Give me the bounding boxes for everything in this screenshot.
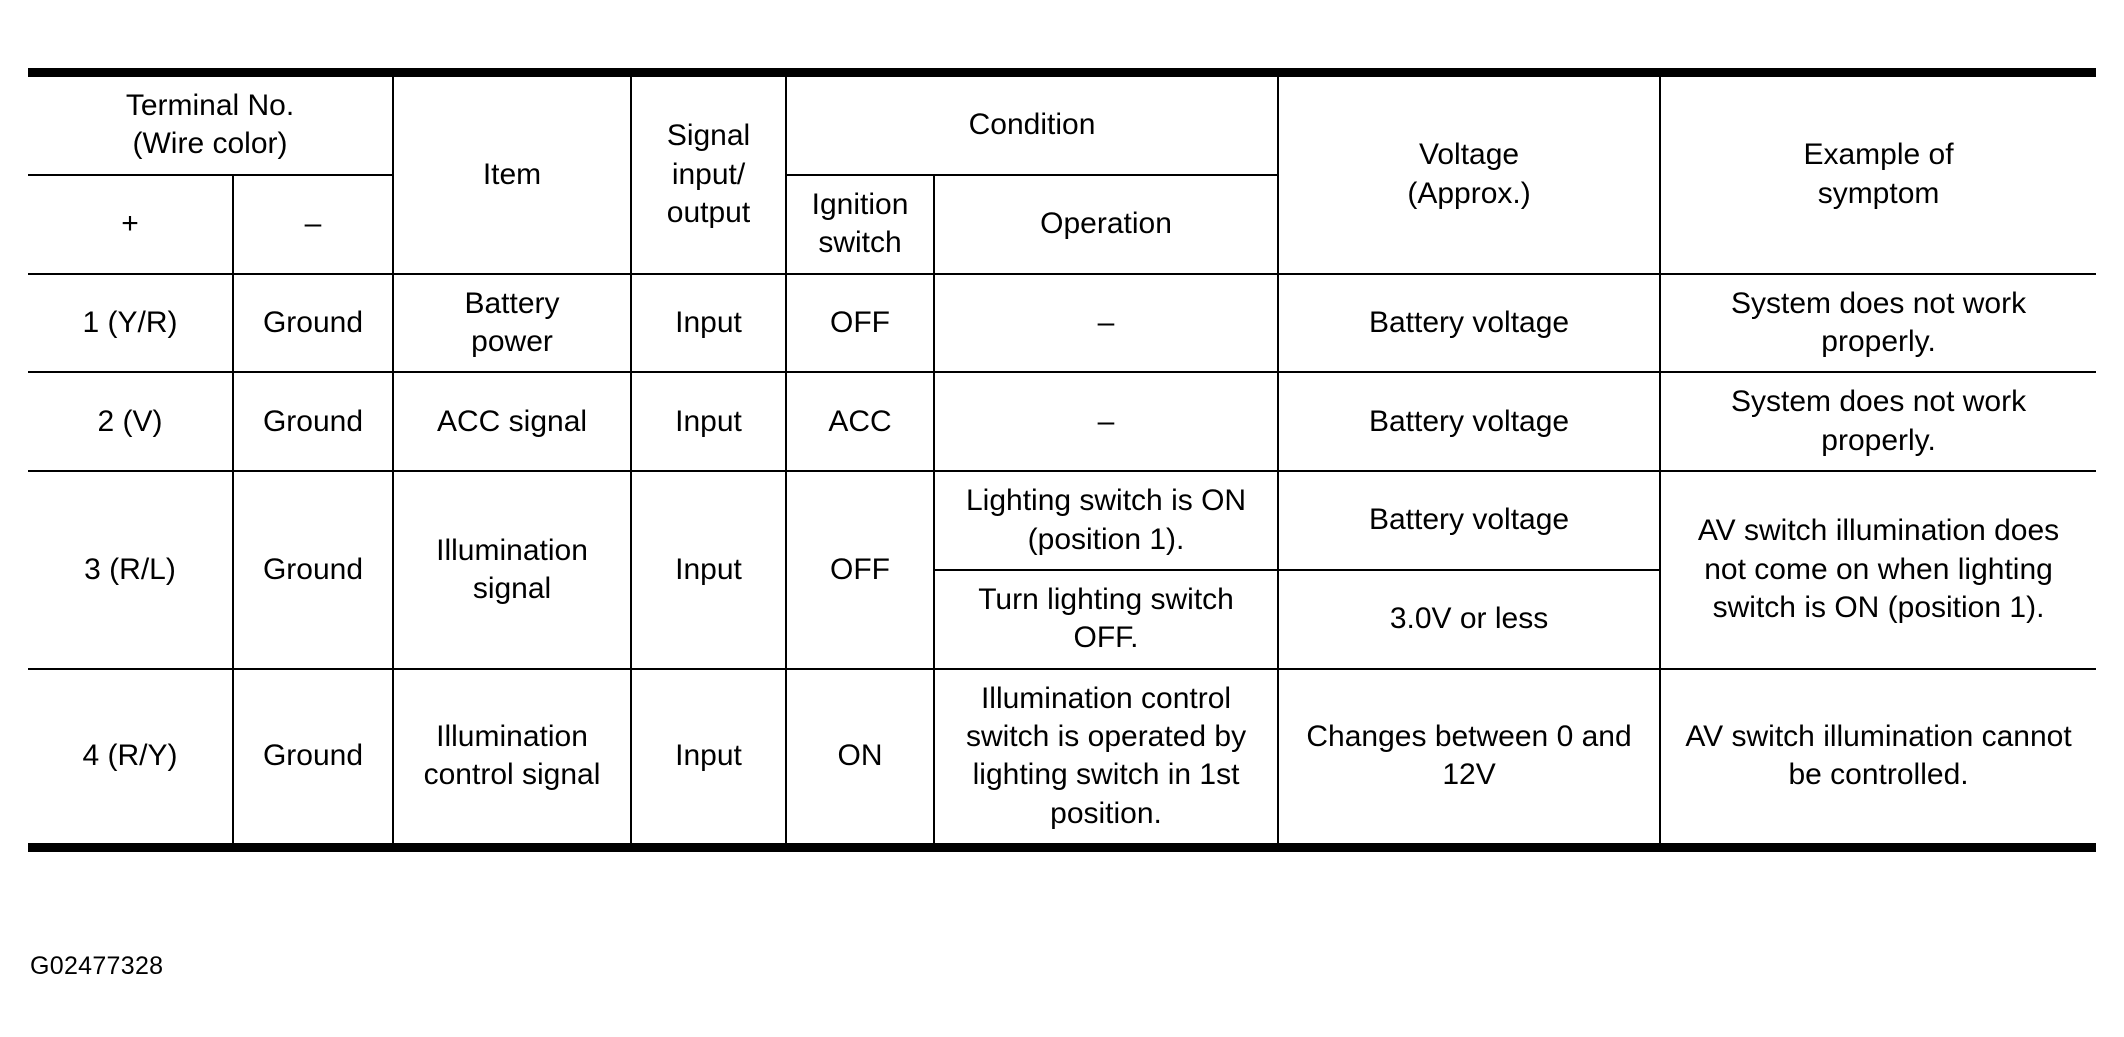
cell-symptom: System does not work properly. — [1659, 272, 2097, 374]
cell-item-line2: control signal — [423, 758, 601, 792]
header-ignition-switch-line2: switch — [818, 226, 902, 260]
table-row: 1 (Y/R) Ground Battery power Input OFF –… — [28, 272, 2097, 374]
cell-ignition-switch: OFF — [785, 470, 936, 670]
cell-signal-io: Input — [630, 272, 788, 374]
header-row-1: Terminal No. (Wire color) Item Signal in… — [28, 67, 2097, 275]
cell-terminal-plus: 4 (R/Y) — [28, 667, 234, 853]
cell-voltage: Battery voltage — [1277, 272, 1662, 374]
cell-operation: Turn lighting switch OFF. — [934, 568, 1280, 670]
header-voltage: Voltage (Approx.) — [1277, 67, 1662, 275]
cell-item-line1: Illumination — [436, 533, 588, 567]
cell-terminal-minus: Ground — [231, 470, 395, 670]
table-body-group: 1 (Y/R) Ground Battery power Input OFF –… — [28, 272, 2097, 853]
header-voltage-line1: Voltage — [1418, 138, 1520, 172]
cell-item: ACC signal — [392, 371, 633, 473]
figure-id-label: G02477328 — [30, 952, 164, 980]
cell-terminal-plus: 3 (R/L) — [28, 470, 234, 670]
cell-terminal-plus: 2 (V) — [28, 371, 234, 473]
terminal-voltage-table: Terminal No. (Wire color) Item Signal in… — [28, 67, 2097, 853]
header-voltage-line2: (Approx.) — [1407, 176, 1531, 210]
header-polarity-plus: + — [28, 173, 234, 275]
cell-operation: – — [933, 272, 1280, 374]
cell-signal-io: Input — [630, 667, 788, 853]
cell-voltage: Battery voltage — [1277, 371, 1662, 473]
header-signal-io-line2: input/ — [671, 157, 746, 191]
cell-item-line2: power — [471, 324, 553, 358]
cell-ignition-switch: ACC — [785, 371, 936, 473]
cell-terminal-minus: Ground — [231, 272, 395, 374]
terminal-voltage-table-wrapper: Terminal No. (Wire color) Item Signal in… — [28, 67, 2097, 853]
table-row-continuation: Turn lighting switch OFF. 3.0V or less — [28, 568, 2096, 670]
header-terminal-no-line1: Terminal No. — [125, 89, 295, 122]
header-terminal-no: Terminal No. (Wire color) — [28, 67, 395, 176]
table-header-group: Terminal No. (Wire color) Item Signal in… — [28, 67, 2097, 275]
cell-item-line1: Illumination — [436, 720, 588, 754]
cell-signal-io: Input — [630, 470, 788, 670]
cell-voltage: 3.0V or less — [1277, 568, 1661, 670]
header-signal-io: Signal input/ output — [630, 67, 788, 275]
table-row: 4 (R/Y) Ground Illumination control sign… — [28, 667, 2097, 853]
header-operation: Operation — [933, 173, 1279, 275]
table-row: 2 (V) Ground ACC signal Input ACC – Batt… — [28, 371, 2097, 473]
header-signal-io-line3: output — [666, 195, 751, 229]
cell-item-line1: Battery — [464, 286, 560, 320]
cell-voltage: Battery voltage — [1277, 470, 1662, 571]
header-symptom-line2: symptom — [1817, 176, 1940, 210]
header-condition: Condition — [785, 67, 1280, 176]
header-signal-io-line1: Signal — [666, 119, 751, 153]
header-terminal-no-line2: (Wire color) — [132, 127, 288, 161]
table-row: 3 (R/L) Ground Illumination signal Input… — [28, 470, 2097, 670]
header-row-2: + – Ignition switch Operation — [28, 173, 2096, 275]
cell-symptom: AV switch illumination does not come on … — [1659, 470, 2097, 670]
cell-signal-io: Input — [630, 371, 788, 473]
header-symptom-line1: Example of — [1803, 138, 1954, 172]
cell-item: Illumination signal — [392, 470, 633, 670]
cell-item: Battery power — [392, 272, 633, 374]
cell-terminal-minus: Ground — [231, 371, 395, 473]
cell-operation: – — [933, 371, 1280, 473]
header-symptom: Example of symptom — [1659, 67, 2097, 275]
cell-item: Illumination control signal — [392, 667, 633, 853]
cell-terminal-minus: Ground — [231, 667, 395, 853]
cell-operation: Lighting switch is ON (position 1). — [933, 470, 1280, 571]
cell-terminal-plus: 1 (Y/R) — [28, 272, 234, 374]
cell-operation: Illumination control switch is operated … — [933, 667, 1280, 853]
header-item: Item — [392, 67, 633, 275]
header-ignition-switch-line1: Ignition — [811, 187, 909, 221]
cell-ignition-switch: ON — [785, 667, 936, 853]
cell-item-line2: signal — [472, 571, 552, 605]
cell-ignition-switch: OFF — [785, 272, 936, 374]
cell-symptom: System does not work properly. — [1659, 371, 2097, 473]
header-polarity-minus: – — [231, 173, 395, 275]
cell-symptom: AV switch illumination cannot be control… — [1659, 667, 2097, 853]
header-ignition-switch: Ignition switch — [785, 173, 936, 275]
cell-voltage: Changes between 0 and 12V — [1277, 667, 1662, 853]
